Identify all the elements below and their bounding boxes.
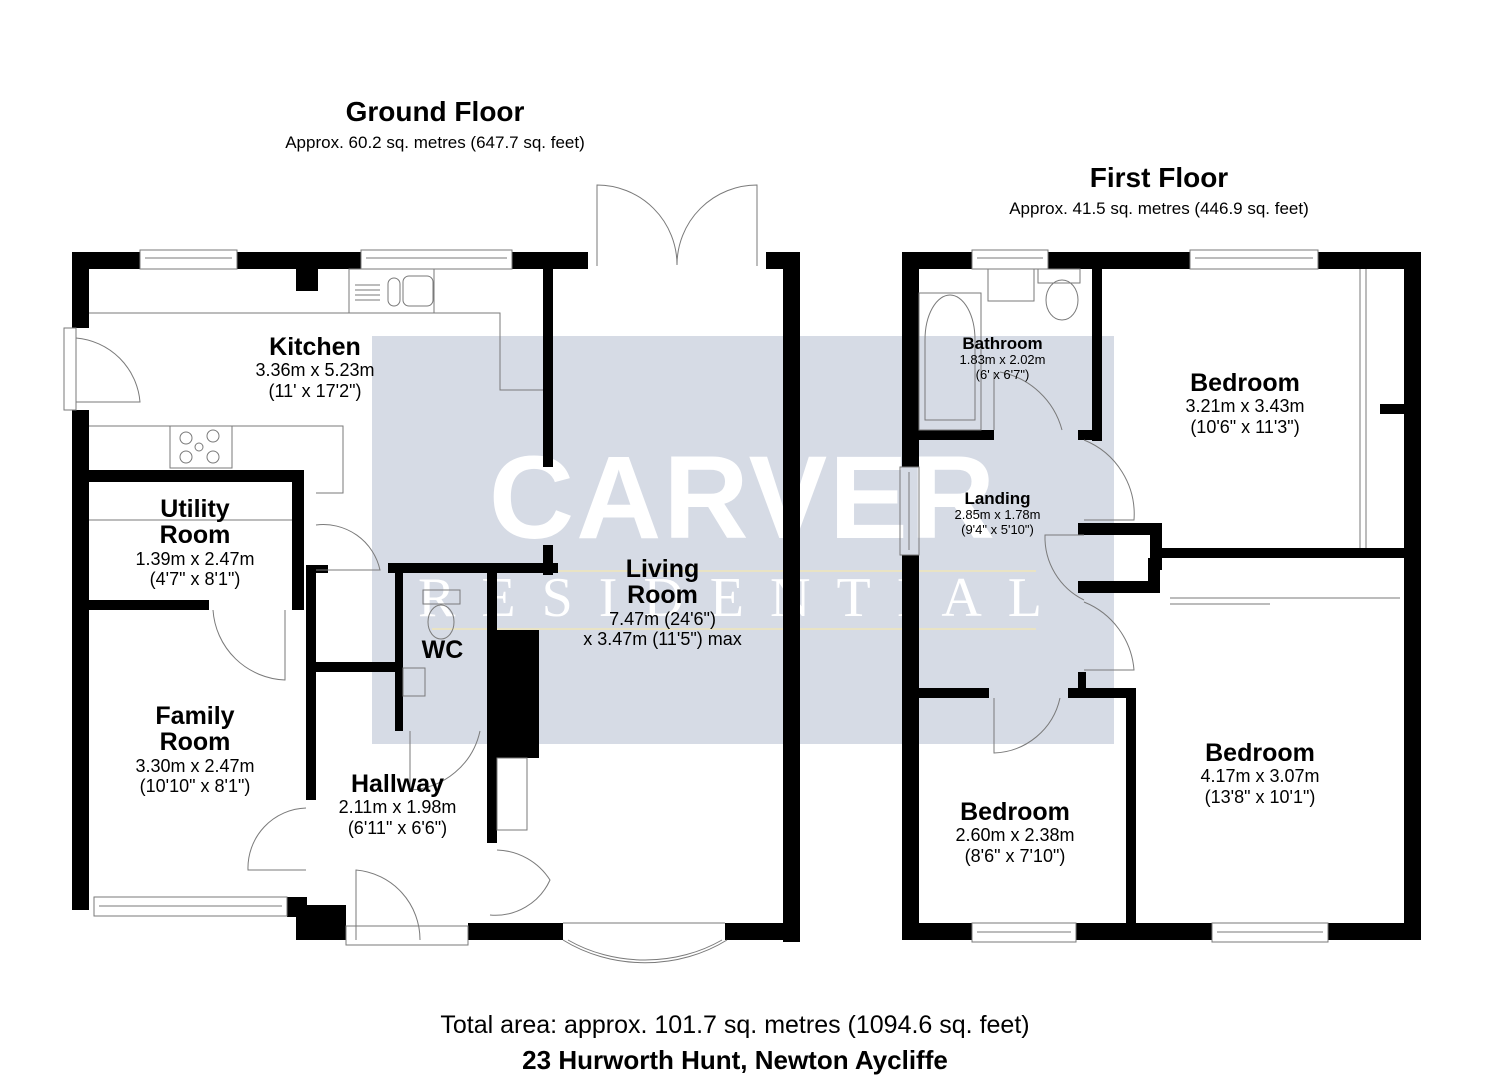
room-name: Bedroom (960, 798, 1070, 826)
ground-floor-title: Ground Floor (345, 96, 525, 127)
watermark-rule-top (432, 570, 1036, 572)
room-metric: 2.11m x 1.98m (338, 797, 457, 818)
room-utility: Utility Room 1.39m x 2.47m (4'7" x 8'1") (110, 496, 280, 590)
room-imperial: (6'11" x 6'6") (347, 817, 448, 838)
room-imperial: (6' x 6'7") (975, 366, 1030, 382)
room-hallway: Hallway 2.11m x 1.98m (6'11" x 6'6") (315, 771, 480, 839)
room-metric: 4.17m x 3.07m (1200, 766, 1320, 787)
fixtures-and-doors (63, 184, 1400, 964)
room-name-line2: Room (159, 521, 231, 550)
room-name-line1: Living (625, 555, 700, 583)
room-bedroom-3: Bedroom 2.60m x 2.38m (8'6" x 7'10") (925, 799, 1105, 867)
room-imperial: (9'4" x 5'10") (961, 521, 1034, 537)
room-family: Family Room 3.30m x 2.47m (10'10" x 8'1"… (105, 703, 285, 797)
room-imperial: (11' x 17'2") (268, 380, 362, 401)
room-kitchen: Kitchen 3.36m x 5.23m (11' x 17'2") (230, 334, 400, 402)
room-living: Living Room 7.47m (24'6") x 3.47m (11'5"… (555, 556, 770, 650)
room-metric: 2.60m x 2.38m (955, 825, 1075, 846)
watermark-subtitle: RESIDENTIAL (418, 567, 1068, 629)
watermark-rule-bottom (432, 628, 1036, 630)
total-area: Total area: approx. 101.7 sq. metres (10… (440, 1011, 1030, 1039)
room-imperial: (10'10" x 8'1") (139, 776, 251, 797)
property-address: 23 Hurworth Hunt, Newton Aycliffe (522, 1045, 948, 1075)
room-name: Bathroom (962, 334, 1043, 353)
first-floor-title: First Floor (1089, 162, 1229, 193)
room-name: Kitchen (269, 333, 361, 361)
first-floor-walls (902, 252, 1421, 940)
room-name-line1: Utility (160, 495, 230, 523)
room-name: Hallway (350, 770, 445, 798)
room-name: Landing (964, 489, 1031, 508)
room-imperial: x 3.47m (11'5") max (583, 629, 742, 650)
room-bedroom-2: Bedroom 4.17m x 3.07m (13'8" x 10'1") (1170, 740, 1350, 808)
room-imperial: (4'7" x 8'1") (149, 569, 241, 590)
room-metric: 3.21m x 3.43m (1185, 396, 1305, 417)
room-bathroom: Bathroom 1.83m x 2.02m (6' x 6'7") (945, 335, 1060, 383)
room-metric: 1.83m x 2.02m (959, 351, 1046, 367)
room-bedroom-1: Bedroom 3.21m x 3.43m (10'6" x 11'3") (1155, 370, 1335, 438)
room-metric: 3.30m x 2.47m (135, 755, 255, 776)
ground-floor-area: Approx. 60.2 sq. metres (647.7 sq. feet) (285, 133, 585, 152)
room-imperial: (13'8" x 10'1") (1204, 786, 1316, 807)
room-metric: 2.85m x 1.78m (954, 506, 1041, 522)
room-imperial: (10'6" x 11'3") (1190, 416, 1300, 437)
first-floor-area: Approx. 41.5 sq. metres (446.9 sq. feet) (1009, 199, 1309, 218)
room-name: WC (421, 636, 464, 664)
room-landing: Landing 2.85m x 1.78m (9'4" x 5'10") (935, 490, 1060, 538)
room-name: Bedroom (1205, 739, 1315, 767)
room-metric: 1.39m x 2.47m (135, 548, 255, 569)
room-wc: WC (405, 636, 480, 664)
ground-floor-walls (72, 252, 800, 942)
room-name-line2: Room (627, 581, 698, 610)
room-metric: 3.36m x 5.23m (255, 360, 375, 381)
room-imperial: (8'6" x 7'10") (964, 845, 1066, 866)
room-name: Bedroom (1190, 369, 1300, 397)
room-metric: 7.47m (24'6") (609, 608, 716, 629)
room-name-line2: Room (159, 728, 231, 757)
room-name-line1: Family (155, 702, 235, 730)
